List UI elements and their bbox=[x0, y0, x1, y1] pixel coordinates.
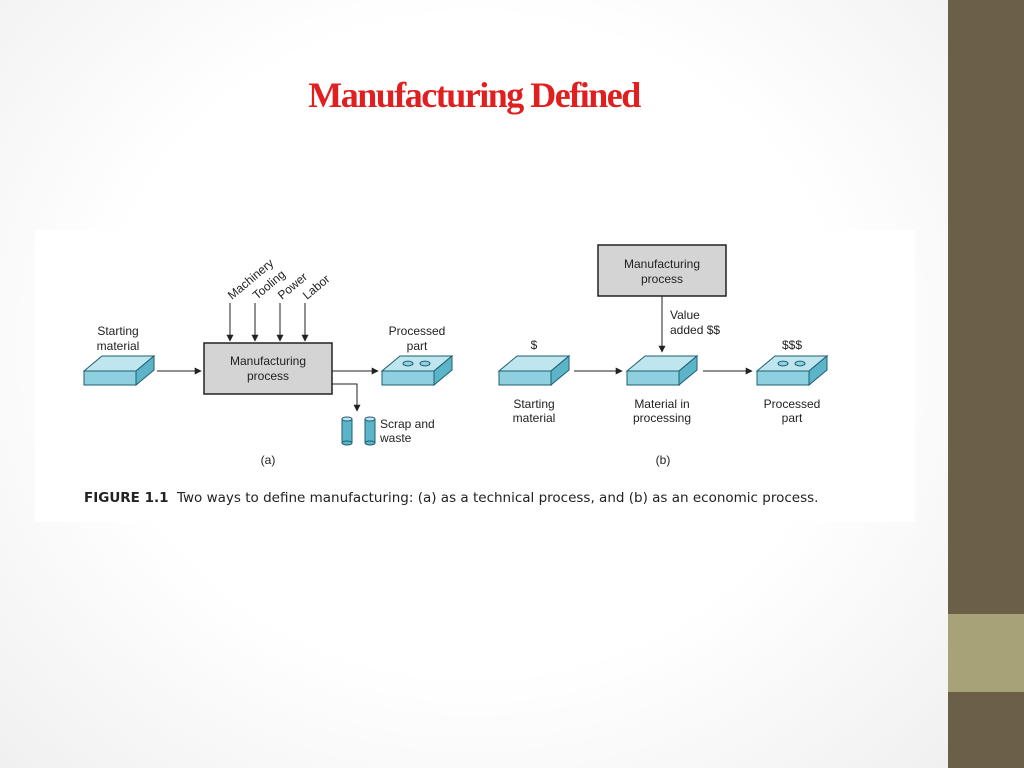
process-box-a bbox=[203, 342, 333, 395]
starting-material-label-b-line1: Starting bbox=[513, 397, 554, 411]
processed-part-label-b-line1: Processed bbox=[764, 397, 821, 411]
processed-part-label-a-line1: Processed bbox=[389, 324, 446, 338]
figure-b-label: (b) bbox=[656, 453, 671, 467]
starting-material-label-b-line2: material bbox=[513, 411, 556, 425]
process-label-b-line2: process bbox=[641, 272, 683, 286]
figure-caption-text: Two ways to define manufacturing: (a) as… bbox=[177, 490, 819, 506]
value-added-label-line2: added $$ bbox=[670, 323, 720, 337]
processed-part-block-b bbox=[757, 356, 827, 385]
sidebar-decoration-top bbox=[948, 0, 1024, 614]
starting-material-label-a-line2: material bbox=[97, 339, 140, 353]
price-label-end: $$$ bbox=[782, 338, 802, 352]
material-in-processing-block bbox=[626, 355, 698, 386]
figure-caption-label: FIGURE 1.1 bbox=[84, 490, 169, 506]
scrap-label-line1: Scrap and bbox=[380, 417, 435, 431]
process-label-b-line1: Manufacturing bbox=[624, 257, 700, 271]
processed-part-label-a-line2: part bbox=[407, 339, 428, 353]
starting-material-block-a bbox=[83, 355, 155, 386]
figure-a-label: (a) bbox=[261, 453, 276, 467]
sidebar-decoration-accent bbox=[948, 614, 1024, 692]
figure-caption: FIGURE 1.1 Two ways to define manufacturi… bbox=[84, 490, 818, 506]
process-label-a-line2: process bbox=[247, 369, 289, 383]
value-added-label-line1: Value bbox=[670, 308, 700, 322]
slide-title: Manufacturing Defined bbox=[308, 75, 641, 115]
price-label-start: $ bbox=[531, 338, 538, 352]
scrap-can-icon-1 bbox=[341, 416, 353, 446]
process-box-b bbox=[597, 244, 727, 297]
scrap-label-line2: waste bbox=[379, 431, 412, 445]
arrow-to-scrap bbox=[332, 383, 361, 412]
manufacturing-diagram: Machinery Tooling Power Labor Starting m… bbox=[83, 244, 948, 467]
sidebar-decoration-bottom bbox=[948, 692, 1024, 768]
processed-part-label-b-line2: part bbox=[782, 411, 803, 425]
starting-material-label-a-line1: Starting bbox=[97, 324, 138, 338]
process-label-a-line1: Manufacturing bbox=[230, 354, 306, 368]
material-in-processing-label-line2: processing bbox=[633, 411, 691, 425]
starting-material-block-b bbox=[498, 355, 570, 386]
figure-b: Manufacturing process Value added $$ $ $… bbox=[498, 244, 827, 467]
material-in-processing-label-line1: Material in bbox=[634, 397, 689, 411]
processed-part-block-a bbox=[382, 356, 452, 385]
figure-a: Machinery Tooling Power Labor Starting m… bbox=[83, 256, 452, 467]
scrap-can-icon-2 bbox=[364, 416, 376, 446]
